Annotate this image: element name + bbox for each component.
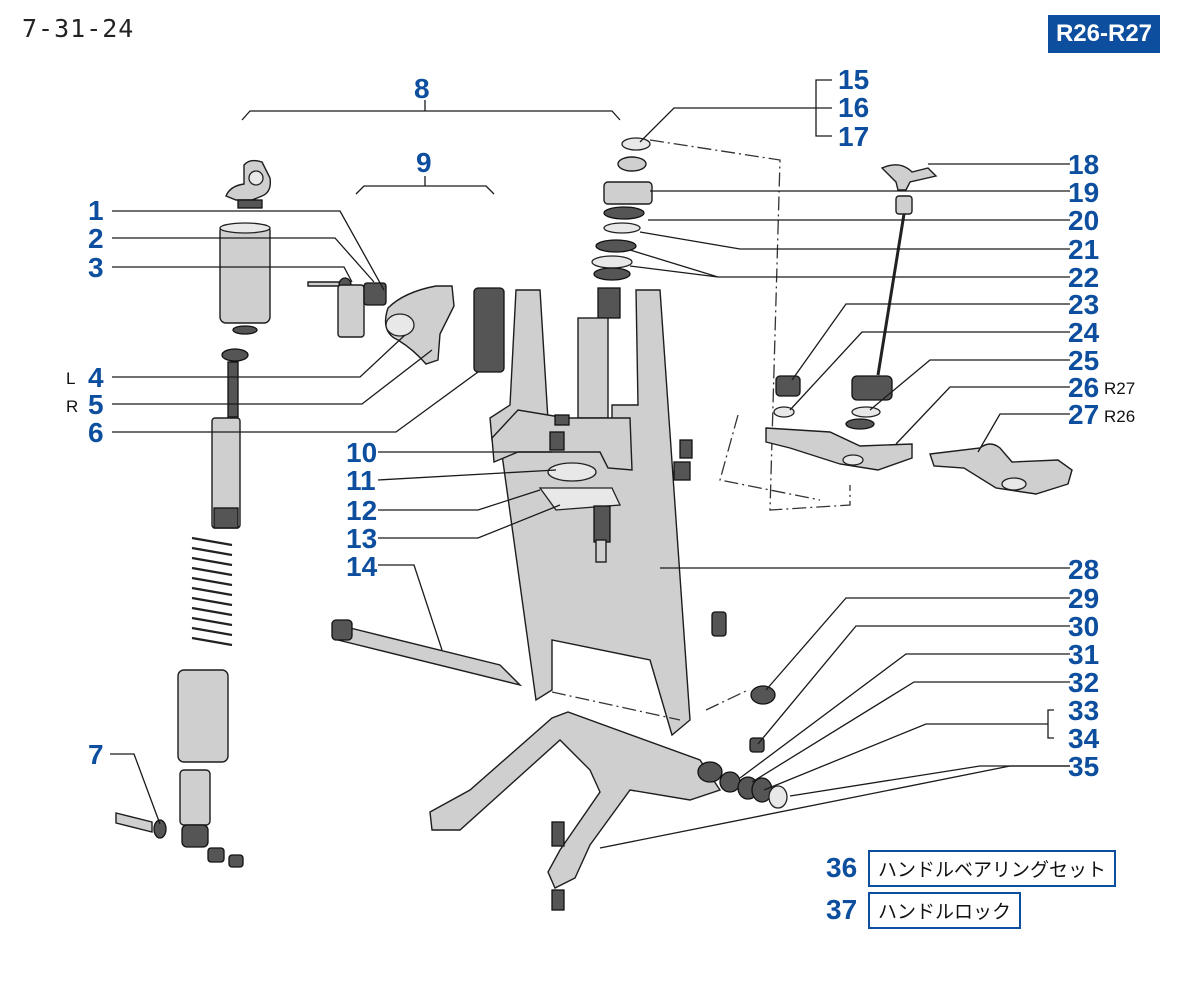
callout-19: 19	[1068, 177, 1099, 208]
bracket-9	[355, 185, 495, 195]
kit-36-label: ハンドルベアリングセット	[868, 850, 1117, 887]
damper-bracket	[307, 277, 505, 373]
kit-37-number: 37	[826, 894, 858, 925]
callout-4: 4	[88, 362, 104, 393]
callout-14: 14	[346, 551, 378, 582]
callout-13: 13	[346, 523, 377, 554]
callout-35: 35	[1068, 751, 1099, 782]
kit-36-number: 36	[826, 852, 858, 883]
callout-30: 30	[1068, 611, 1099, 642]
variant-label-r26: R26	[1104, 407, 1135, 426]
steering-damper	[765, 164, 1073, 495]
callout-1: 1	[88, 195, 104, 226]
page-code: 7-31-24	[22, 14, 135, 43]
callout-20: 20	[1068, 205, 1099, 236]
callout-29: 29	[1068, 583, 1099, 614]
callout-3: 3	[88, 252, 104, 283]
callout-15: 15	[838, 64, 869, 95]
callout-26: 26	[1068, 372, 1099, 403]
callout-10: 10	[346, 437, 377, 468]
callout-31: 31	[1068, 639, 1099, 670]
callout-16: 16	[838, 92, 869, 123]
callout-22: 22	[1068, 262, 1099, 293]
callout-2: 2	[88, 223, 104, 254]
callout-25: 25	[1068, 345, 1099, 376]
kit-37-label: ハンドルロック	[868, 892, 1022, 929]
callout-17: 17	[838, 121, 869, 152]
shock-absorber	[115, 159, 272, 868]
swing-arm	[331, 611, 788, 911]
side-label-right: R	[66, 397, 78, 416]
callout-5: 5	[88, 389, 104, 420]
callout-27: 27	[1068, 399, 1099, 430]
bracket-8	[241, 110, 621, 121]
callout-6: 6	[88, 417, 104, 448]
variant-label-r27: R27	[1104, 379, 1135, 398]
callout-21: 21	[1068, 234, 1099, 265]
callout-9: 9	[416, 147, 432, 178]
callout-28: 28	[1068, 554, 1099, 585]
callout-11: 11	[346, 465, 376, 496]
callout-24: 24	[1068, 317, 1100, 348]
callout-34: 34	[1068, 723, 1100, 754]
callout-18: 18	[1068, 149, 1099, 180]
callout-8: 8	[414, 73, 430, 104]
callout-7: 7	[88, 739, 104, 770]
callout-32: 32	[1068, 667, 1099, 698]
callout-23: 23	[1068, 289, 1099, 320]
callout-33: 33	[1068, 695, 1099, 726]
side-label-left: L	[66, 369, 75, 388]
fork-assembly	[489, 137, 693, 737]
model-badge: R26-R27	[1048, 15, 1160, 53]
callout-12: 12	[346, 495, 377, 526]
